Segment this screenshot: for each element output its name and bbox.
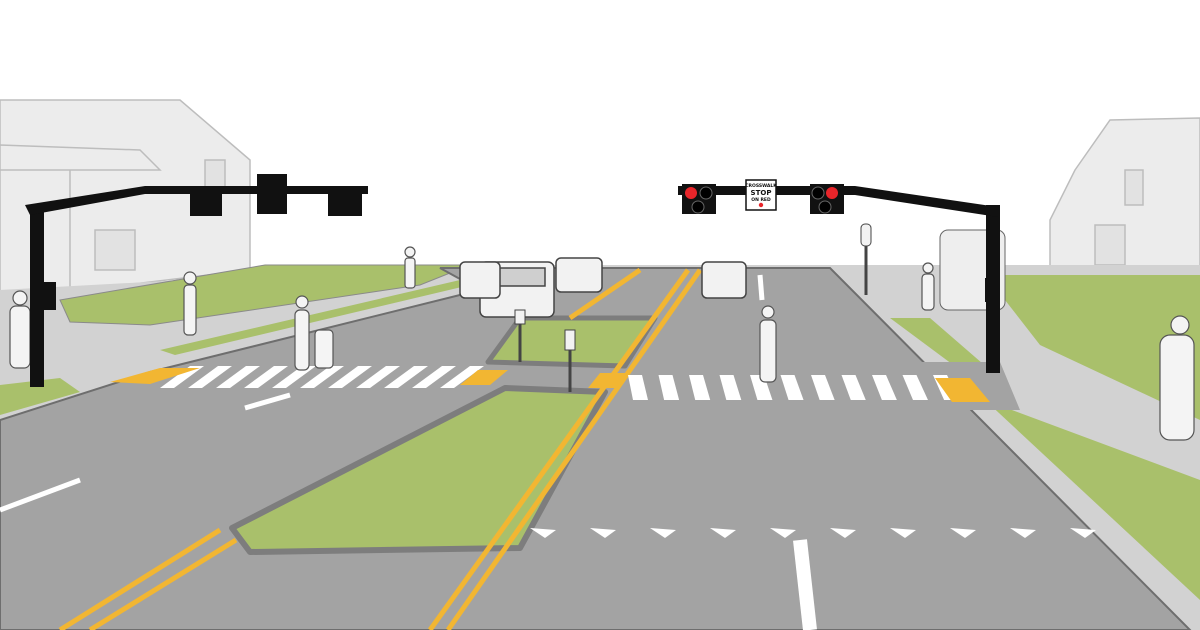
crosswalk-stripe	[188, 366, 232, 388]
yield-triangle	[530, 528, 556, 538]
crosswalk-stripe	[658, 375, 680, 400]
house-right	[1049, 117, 1200, 301]
grass-right-small	[890, 318, 990, 370]
grass-left-corner	[0, 378, 80, 415]
beacon-right	[810, 184, 844, 214]
crosswalk-stripe	[328, 366, 372, 388]
median-main	[229, 385, 608, 555]
yield-triangle	[1070, 528, 1096, 538]
grass-left-back	[59, 264, 471, 326]
crosswalk-stripe	[750, 375, 773, 400]
crosswalk-stop-on-red-sign: CROSSWALK STOP ON RED	[745, 179, 777, 211]
crosswalk-stripe	[780, 375, 804, 400]
grass-right-strip	[985, 400, 1200, 600]
yield-triangle	[950, 528, 976, 538]
yield-triangle	[890, 528, 916, 538]
crosswalk-stripe	[440, 366, 484, 388]
crosswalk-stripe	[216, 366, 260, 388]
sign-line-2: STOP	[751, 189, 772, 197]
signal-mast-right: CROSSWALK STOP ON RED	[678, 179, 1000, 373]
crosswalk-stripe	[689, 375, 711, 400]
red-light-icon	[685, 187, 697, 199]
signal-mast-left	[25, 174, 368, 387]
pedestrians	[9, 246, 1195, 441]
crosswalk-stripe	[719, 375, 742, 400]
crosswalk-stripe	[628, 375, 648, 400]
crosswalk-stripe	[300, 366, 344, 388]
sign-line-3: ON RED	[751, 197, 771, 203]
crosswalk-stripe	[160, 366, 204, 388]
house-left	[0, 99, 251, 331]
yield-triangle	[830, 528, 856, 538]
crosswalk-stripe	[244, 366, 288, 388]
tactile-pads	[110, 368, 990, 402]
yield-triangle	[590, 528, 616, 538]
car-right	[701, 261, 747, 299]
crosswalk-stripe	[272, 366, 316, 388]
yield-triangle	[770, 528, 796, 538]
crosswalk-stripe	[872, 375, 897, 400]
crosswalk-stripe	[384, 366, 428, 388]
sign-line-1: CROSSWALK	[745, 183, 777, 189]
yellow-center-lines	[58, 267, 703, 630]
crosswalk-left	[160, 366, 484, 388]
lane-markings	[0, 274, 817, 630]
crosswalk-stripe	[412, 366, 456, 388]
grass-right	[1000, 275, 1200, 420]
crosswalk-stripe	[841, 375, 866, 400]
crosswalk-stripe	[811, 375, 835, 400]
crosswalk-stripe	[902, 375, 928, 400]
car-left	[459, 257, 603, 318]
beacon-left	[682, 184, 716, 214]
red-light-icon	[826, 187, 838, 199]
median-posts	[514, 223, 872, 392]
yield-line	[530, 528, 1096, 538]
grass-left-strip	[160, 280, 470, 355]
yield-triangle	[650, 528, 676, 538]
yield-triangle	[710, 528, 736, 538]
yield-triangle	[1010, 528, 1036, 538]
crosswalk-stripe	[356, 366, 400, 388]
